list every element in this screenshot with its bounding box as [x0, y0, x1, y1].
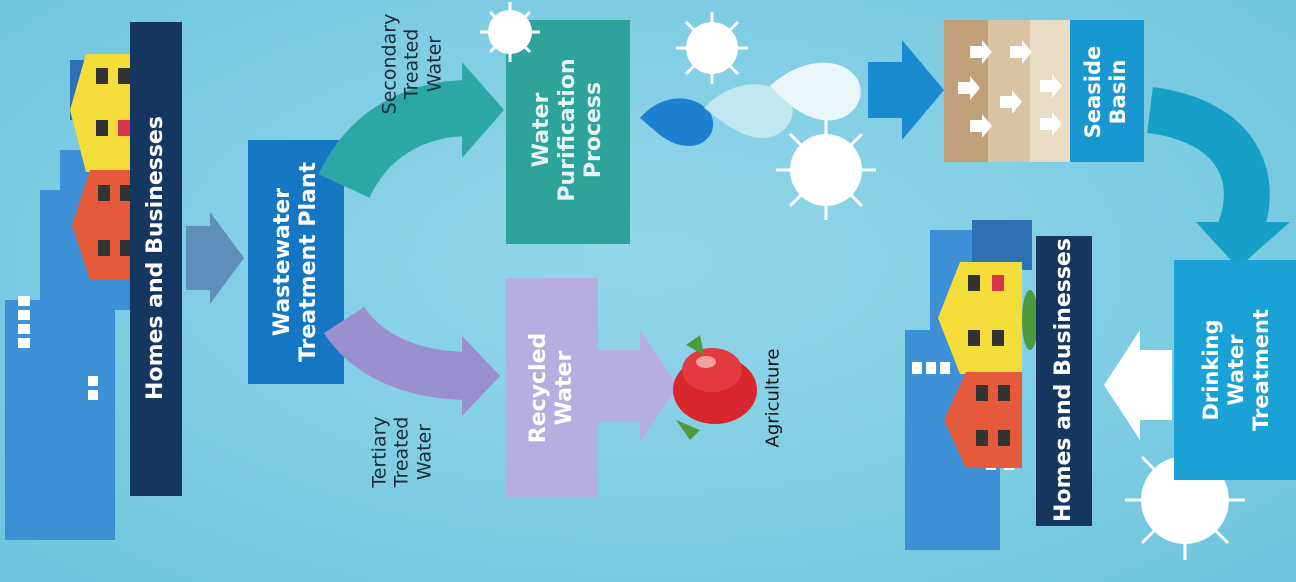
- infiltration-arrows: [958, 40, 1062, 138]
- arrow-head-icon: [462, 62, 504, 158]
- arrow-head-icon: [462, 336, 500, 416]
- sand-layers: [944, 20, 1070, 162]
- drinking-label: Drinking Water Treatment: [1198, 309, 1273, 431]
- homes-panel-left: [130, 22, 182, 496]
- water-drop-icon: [640, 62, 861, 146]
- arrow-right-icon: [598, 330, 678, 442]
- apple-icon: [673, 335, 757, 440]
- agriculture-label: Agriculture: [762, 348, 784, 448]
- recycled-water-box: [506, 278, 598, 498]
- secondary-label: Secondary Treated Water: [378, 13, 446, 115]
- secondary-flow-arrow: [318, 80, 471, 199]
- arrow-head-icon: [1196, 222, 1290, 268]
- basin-flow-arrow: [1146, 87, 1270, 238]
- basin-box: [1070, 20, 1144, 162]
- recycled-label: Recycled Water: [526, 332, 577, 444]
- homes-label-right: Homes and Businesses: [1051, 238, 1077, 522]
- purification-label: Water Purification Process: [529, 58, 606, 202]
- tertiary-flow-arrow: [323, 305, 471, 400]
- purification-box: [506, 20, 630, 244]
- arrow-left-icon: [1104, 330, 1172, 440]
- tertiary-label: Tertiary Treated Water: [368, 416, 436, 488]
- arrow-right-icon: [186, 212, 244, 304]
- arrow-right-icon: [868, 40, 944, 140]
- drinking-box: [1174, 260, 1296, 480]
- wastewater-label: Wastewater Treatment Plant: [270, 161, 321, 363]
- homes-label-left: Homes and Businesses: [143, 116, 169, 400]
- basin-label: Seaside Basin: [1081, 45, 1130, 139]
- house-icon: [938, 220, 1038, 468]
- homes-panel-right: [1036, 236, 1092, 526]
- skyline-windows-left: [18, 296, 98, 400]
- wastewater-box: [248, 140, 344, 384]
